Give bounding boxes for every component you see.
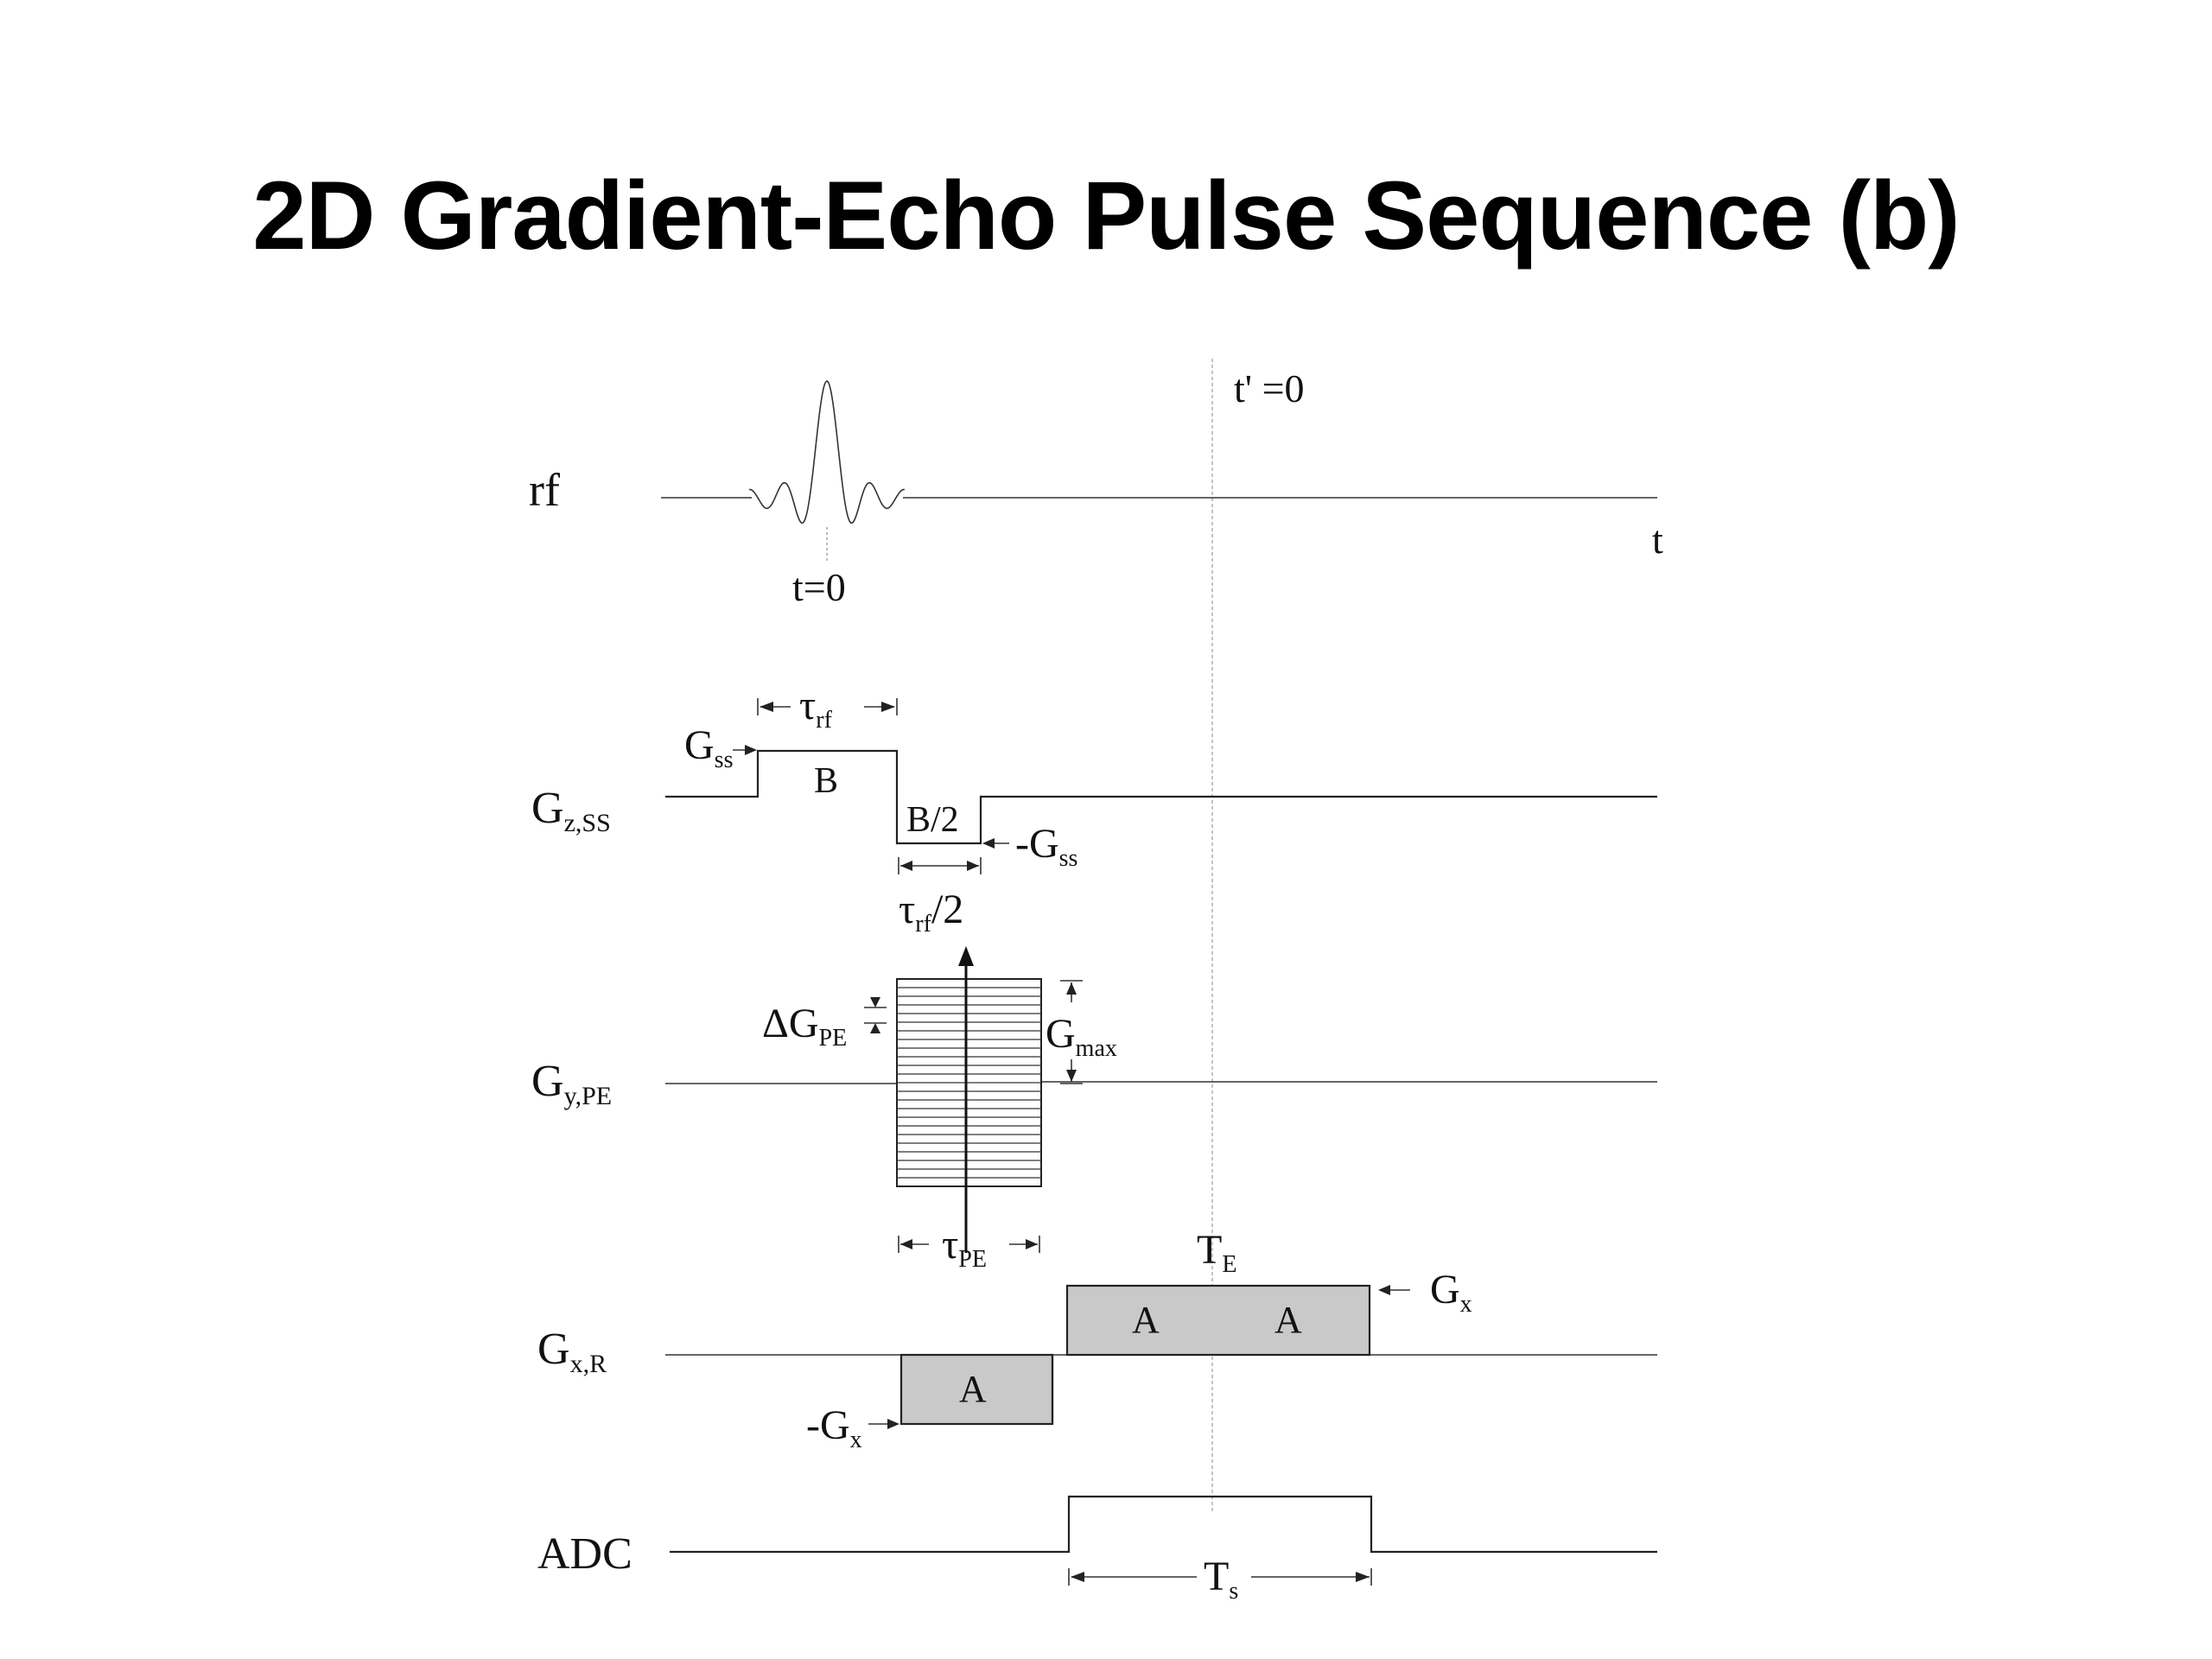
gy-channel-label: Gy,PE xyxy=(531,1057,612,1110)
gx-channel-label: Gx,R xyxy=(537,1325,607,1378)
g-max-label: Gmax xyxy=(1046,1011,1117,1062)
delta-g-pe-arrows xyxy=(864,997,887,1033)
ts-label: Ts xyxy=(1204,1554,1238,1605)
gz-channel-label: Gz,SS xyxy=(531,784,611,837)
adc-waveform xyxy=(670,1495,1657,1554)
tau-rf-dimension xyxy=(757,698,898,715)
prephase-area-label: A xyxy=(959,1368,987,1410)
g-ss-arrow xyxy=(733,745,757,755)
tau-rf-half-dimension xyxy=(898,857,982,874)
te-label: TE xyxy=(1197,1227,1236,1278)
neg-g-ss-arrow xyxy=(982,838,1009,849)
area-b-half-label: B/2 xyxy=(906,800,959,840)
t-axis-label: t xyxy=(1652,518,1663,562)
slide-title: 2D Gradient-Echo Pulse Sequence (b) xyxy=(252,162,1960,270)
tau-rf-label: τrf xyxy=(799,683,833,734)
ts-dimension xyxy=(1068,1568,1372,1586)
tau-pe-label: τPE xyxy=(942,1222,987,1273)
neg-gx-arrow xyxy=(868,1419,899,1429)
g-max-dimension xyxy=(1060,980,1083,1084)
area-b-label: B xyxy=(814,761,838,801)
gz-waveform xyxy=(665,749,1657,845)
readout-area-left-label: A xyxy=(1132,1299,1160,1341)
t-zero-label: t=0 xyxy=(792,565,846,609)
rf-sinc-pulse xyxy=(749,380,905,524)
neg-gx-label: -Gx xyxy=(806,1402,862,1453)
gx-arrow xyxy=(1378,1285,1410,1295)
rf-channel-label: rf xyxy=(529,464,560,516)
readout-area-right-label: A xyxy=(1274,1299,1302,1341)
g-ss-label: Gss xyxy=(684,722,733,773)
phase-encode-table xyxy=(896,978,1042,1187)
tau-pe-dimension xyxy=(898,1236,1040,1253)
gx-label: Gx xyxy=(1430,1267,1472,1318)
neg-g-ss-label: -Gss xyxy=(1015,821,1077,872)
gx-readout-lobe xyxy=(1065,1284,1371,1357)
pe-step-arrow xyxy=(958,946,974,1253)
t-prime-zero-label: t' =0 xyxy=(1234,366,1305,410)
gy-baseline xyxy=(665,1081,1657,1084)
adc-channel-label: ADC xyxy=(537,1529,632,1579)
tau-rf-half-label: τrf/2 xyxy=(899,887,963,938)
delta-g-pe-label: ΔGPE xyxy=(762,1001,847,1052)
